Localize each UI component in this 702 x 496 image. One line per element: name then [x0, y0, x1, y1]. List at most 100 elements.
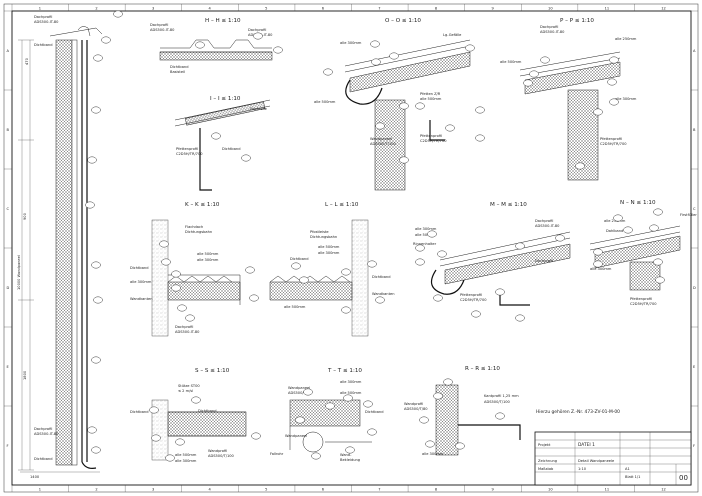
callout-bubble: [171, 270, 181, 278]
callout-bubble: [613, 214, 623, 222]
callout-bubble: [299, 276, 309, 284]
svg-text:alle 300mm: alle 300mm: [340, 41, 362, 45]
frame-number: 10: [548, 488, 553, 492]
svg-text:Dichtungsbahn: Dichtungsbahn: [185, 230, 212, 234]
svg-text:Dachprofil: Dachprofil: [535, 219, 553, 223]
svg-text:Dachprofil: Dachprofil: [535, 259, 553, 263]
callout-bubble: [609, 56, 619, 64]
section-p-p-title: P – P ≤ 1:10: [560, 18, 594, 24]
frame-letter: E: [7, 365, 10, 369]
frame-number: 12: [661, 7, 666, 11]
svg-text:Dichtband: Dichtband: [290, 257, 308, 261]
callout-bubble: [555, 234, 565, 242]
callout-bubble: [475, 134, 485, 142]
callout-bubble: [471, 310, 481, 318]
svg-text:Pfostleiste: Pfostleiste: [310, 230, 329, 234]
callout-bubble: [175, 438, 185, 446]
callout-bubble: [609, 98, 619, 106]
callout-bubble: [323, 68, 333, 76]
section-r-r: R – R ≤ 1:10 Wandprofil ADS500/T/80 Kant…: [404, 366, 521, 456]
callout-bubble: [161, 258, 171, 266]
callout-bubble: [91, 446, 101, 454]
svg-text:alle 500mm: alle 500mm: [500, 60, 522, 64]
section-s-s: S – S ≤ 1:10 Stütze ST00 ≤ 2 m/sl Dichtb…: [130, 368, 247, 463]
callout-bubble: [195, 41, 205, 49]
left-dim-label: 10000 Wandpaneel: [17, 255, 21, 290]
svg-text:Pfettenprofil: Pfettenprofil: [630, 297, 652, 301]
callout-bubble: [345, 446, 355, 454]
svg-text:Dichtband: Dichtband: [34, 457, 52, 461]
callout-bubble: [529, 70, 539, 78]
callout-bubble: [185, 314, 195, 322]
callout-bubble: [419, 416, 429, 424]
callout-bubble: [515, 314, 525, 322]
svg-text:Basisteil: Basisteil: [170, 70, 185, 74]
svg-text:Dahlband: Dahlband: [606, 229, 623, 233]
svg-text:ADS500-IT-80: ADS500-IT-80: [535, 224, 560, 228]
svg-text:≤ 2 m/sl: ≤ 2 m/sl: [178, 389, 193, 393]
svg-text:ADS500-IT-80: ADS500-IT-80: [540, 30, 565, 34]
callout-bubble: [85, 201, 95, 209]
callout-bubble: [523, 79, 533, 87]
callout-bubble: [325, 402, 335, 410]
svg-text:alle 300mm: alle 300mm: [415, 227, 437, 231]
svg-text:Dachprofil: Dachprofil: [248, 28, 266, 32]
frame-letter: D: [7, 286, 10, 290]
svg-text:Dichtband: Dichtband: [130, 266, 148, 270]
callout-bubble: [433, 392, 443, 400]
svg-text:Dachprofil: Dachprofil: [150, 23, 168, 27]
title-blatt: Blatt 1/1: [625, 475, 640, 479]
svg-text:C2D5H/TR/700: C2D5H/TR/700: [176, 152, 203, 156]
frame-number: 5: [265, 7, 267, 11]
top-dim-label: 470: [25, 57, 29, 65]
callout-bubble: [371, 58, 381, 66]
svg-text:Dichtband: Dichtband: [130, 410, 148, 414]
callout-bubble: [303, 388, 313, 396]
frame-number: 10: [548, 7, 553, 11]
svg-text:Dichtband: Dichtband: [34, 43, 52, 47]
callout-bubble: [415, 258, 425, 266]
section-n-n: N – N ≤ 1:10 alle 250mm Dahlband Firstfü…: [589, 200, 697, 306]
svg-text:Dachfolie: Dachfolie: [250, 107, 268, 111]
title-project-label: Projekt: [538, 443, 551, 447]
svg-text:Wandpaneel: Wandpaneel: [288, 386, 310, 390]
svg-text:alle 500mm: alle 500mm: [318, 245, 340, 249]
callout-bubble: [607, 78, 617, 86]
section-k-k-title: K – K ≤ 1:10: [185, 202, 220, 208]
svg-text:C2D5H/TR/700: C2D5H/TR/700: [460, 298, 487, 302]
callout-bubble: [191, 396, 201, 404]
svg-text:alle 500mm: alle 500mm: [175, 453, 197, 457]
callout-bubble: [415, 102, 425, 110]
frame-letter: E: [693, 365, 696, 369]
svg-text:Wandpaneel: Wandpaneel: [370, 137, 392, 141]
svg-text:Lg-Gefälle: Lg-Gefälle: [443, 33, 462, 37]
callout-bubble: [593, 248, 603, 256]
section-t-t: T – T ≤ 1:10 Wandpaneel ADS500/T/80 alle…: [270, 368, 383, 462]
frame-letter: C: [693, 207, 696, 211]
callout-bubble: [593, 108, 603, 116]
callout-bubble: [495, 412, 505, 420]
svg-text:ADS500-IT-80: ADS500-IT-80: [34, 432, 59, 436]
svg-text:Pfettenprofil: Pfettenprofil: [176, 147, 198, 151]
section-i-i: I – I ≤ 1:10 Pfettenprofil C2D5H/TR/700 …: [174, 96, 271, 191]
svg-text:Wandprofil: Wandprofil: [404, 402, 423, 406]
section-p-p: P – P ≤ 1:10 Dachprofil ADS500-IT-80 all…: [500, 18, 637, 181]
callout-bubble: [437, 250, 447, 258]
section-n-n-title: N – N ≤ 1:10: [620, 200, 656, 206]
callout-bubble: [291, 262, 301, 270]
title-block: Projekt DATEI 1 Zeichnung Detail Wandpan…: [534, 431, 692, 486]
section-l-l-title: L – L ≤ 1:10: [325, 202, 359, 208]
svg-text:alle 300mm: alle 300mm: [340, 380, 362, 384]
title-format: A1: [625, 467, 630, 471]
callout-bubble: [171, 284, 181, 292]
callout-bubble: [465, 44, 475, 52]
svg-text:ADS500/T/100: ADS500/T/100: [208, 454, 235, 458]
svg-text:alle 500mm: alle 500mm: [314, 100, 336, 104]
svg-text:Dichtband: Dichtband: [170, 65, 188, 69]
callout-bubble: [653, 208, 663, 216]
callout-bubble: [443, 378, 453, 386]
callout-bubble: [399, 156, 409, 164]
svg-text:Wandkanten: Wandkanten: [372, 292, 394, 296]
